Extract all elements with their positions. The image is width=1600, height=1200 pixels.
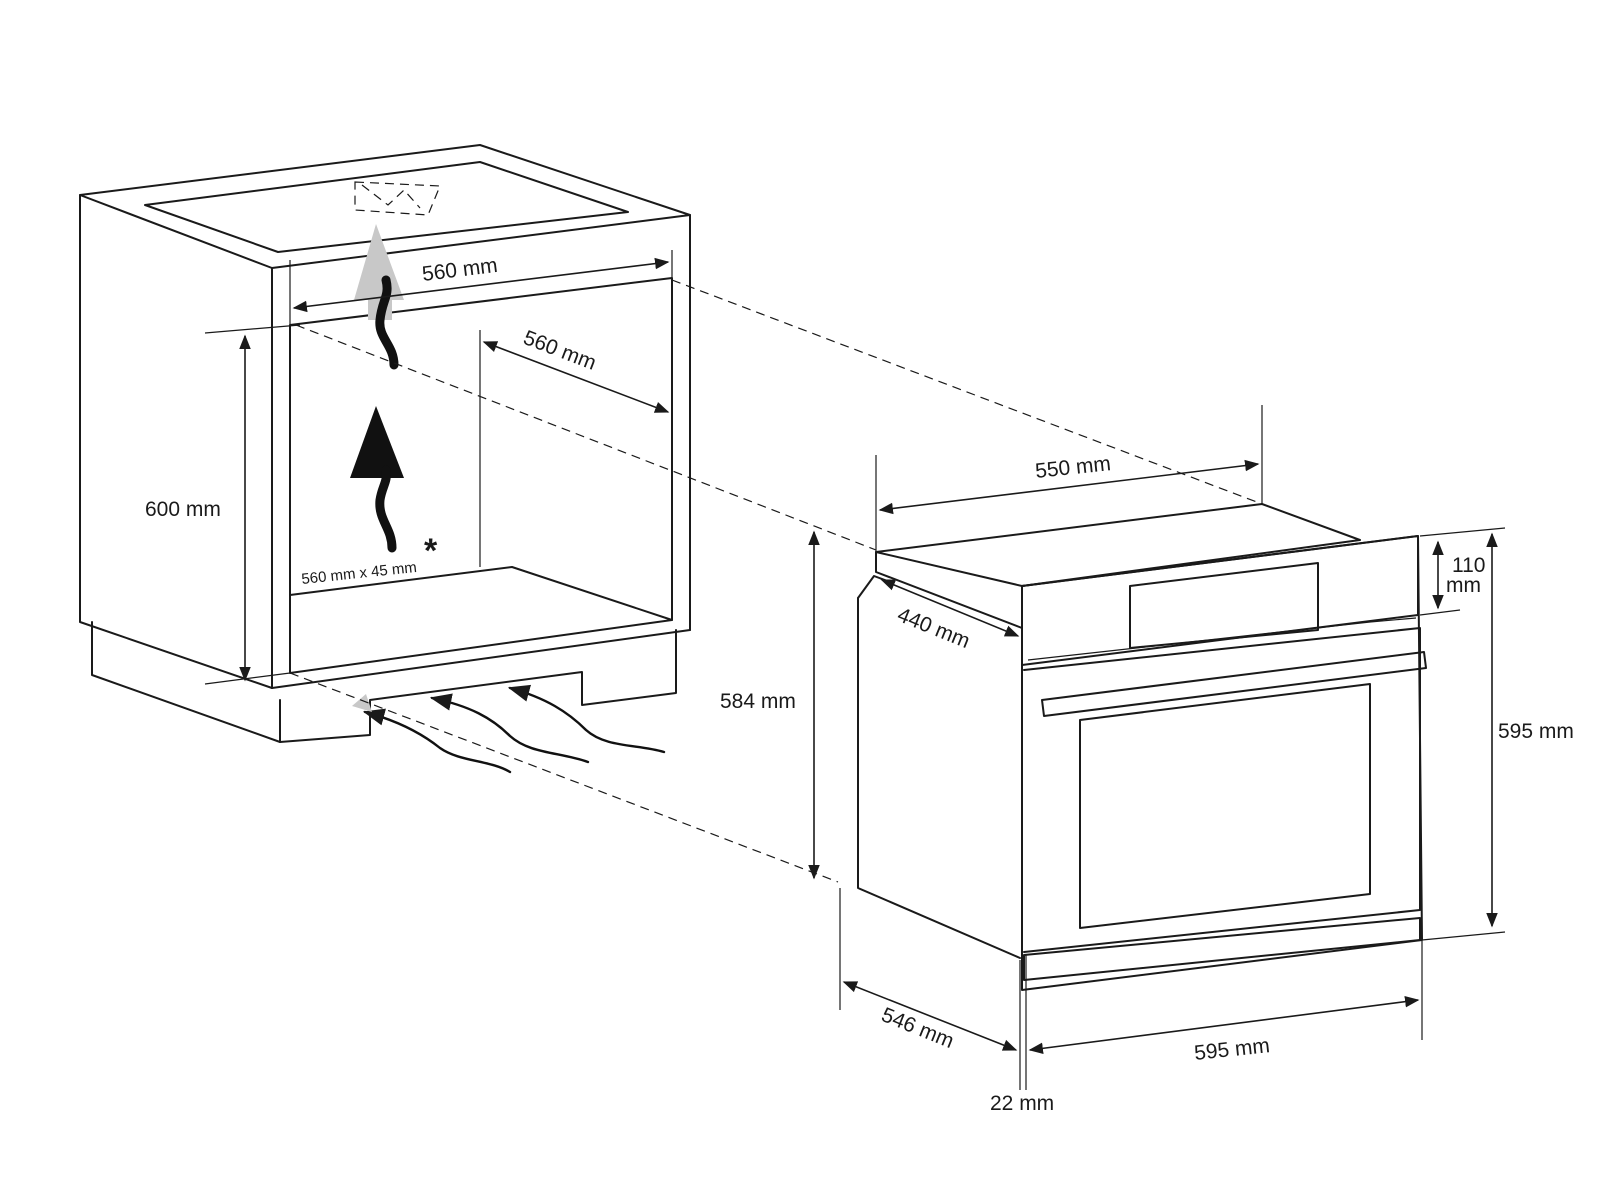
- label-oven-side-depth: 440 mm: [894, 603, 973, 653]
- display-window: [1129, 562, 1319, 649]
- vent-arrow-dark-icon: [350, 406, 404, 478]
- air-intake-wave-2-icon: [429, 693, 590, 764]
- top-vent-grille: [354, 181, 441, 216]
- label-cabinet-depth: 560 mm: [520, 326, 599, 375]
- air-intake-light-arrow-icon: [352, 694, 372, 712]
- label-niche-height: 584 mm: [720, 690, 796, 713]
- dim-oven-top-depth-line: [878, 459, 1260, 515]
- niche-shelf: [289, 566, 673, 621]
- control-panel-trim: [1027, 617, 1417, 661]
- label-cabinet-height: 600 mm: [145, 498, 221, 521]
- control-panel: [1021, 535, 1419, 666]
- vent-wave-lower-icon: [375, 465, 397, 553]
- cabinet-top-opening: [144, 161, 629, 253]
- label-panel-height-value: 110: [1452, 554, 1485, 577]
- door-window: [1079, 683, 1371, 929]
- label-cabinet-width: 560 mm: [421, 254, 499, 286]
- dim-body-depth-line: [842, 981, 1018, 1051]
- oven-body-top-edge: [857, 575, 891, 599]
- air-intake-wave-1-icon: [362, 708, 512, 774]
- label-panel-height-unit: mm: [1446, 574, 1481, 597]
- door-handle: [1041, 651, 1427, 717]
- cabinet-niche: [289, 277, 673, 674]
- oven-bottom-strip: [1023, 917, 1421, 981]
- oven-body-side: [857, 597, 1021, 959]
- air-intake-wave-3-icon: [507, 684, 666, 754]
- label-vent-note: *: [424, 532, 438, 570]
- cabinet-dimensions: [204, 250, 673, 685]
- oven-dimensions: [808, 405, 1506, 1090]
- label-front-thickness: 22 mm: [990, 1092, 1054, 1115]
- dim-oven-side-depth-line: [880, 579, 1020, 637]
- label-front-width: 595 mm: [1193, 1034, 1271, 1065]
- dim-front-width-line: [1028, 995, 1420, 1055]
- oven: [857, 503, 1427, 991]
- dim-cabinet-width-line: [292, 257, 670, 313]
- dim-cabinet-depth-line: [482, 341, 670, 413]
- oven-door: [1023, 627, 1421, 953]
- oven-front: [1021, 535, 1423, 991]
- label-oven-height: 595 mm: [1498, 720, 1574, 743]
- cabinet-plinth: [91, 621, 677, 743]
- label-vent-opening: 560 mm x 45 mm: [301, 559, 418, 588]
- oven-top: [875, 503, 1361, 587]
- cabinet-front-bottom: [271, 629, 691, 689]
- projection-lines: [289, 279, 1263, 883]
- cabinet: [79, 144, 691, 774]
- cabinet-left-side: [79, 194, 273, 689]
- label-oven-top-depth: 550 mm: [1034, 452, 1112, 483]
